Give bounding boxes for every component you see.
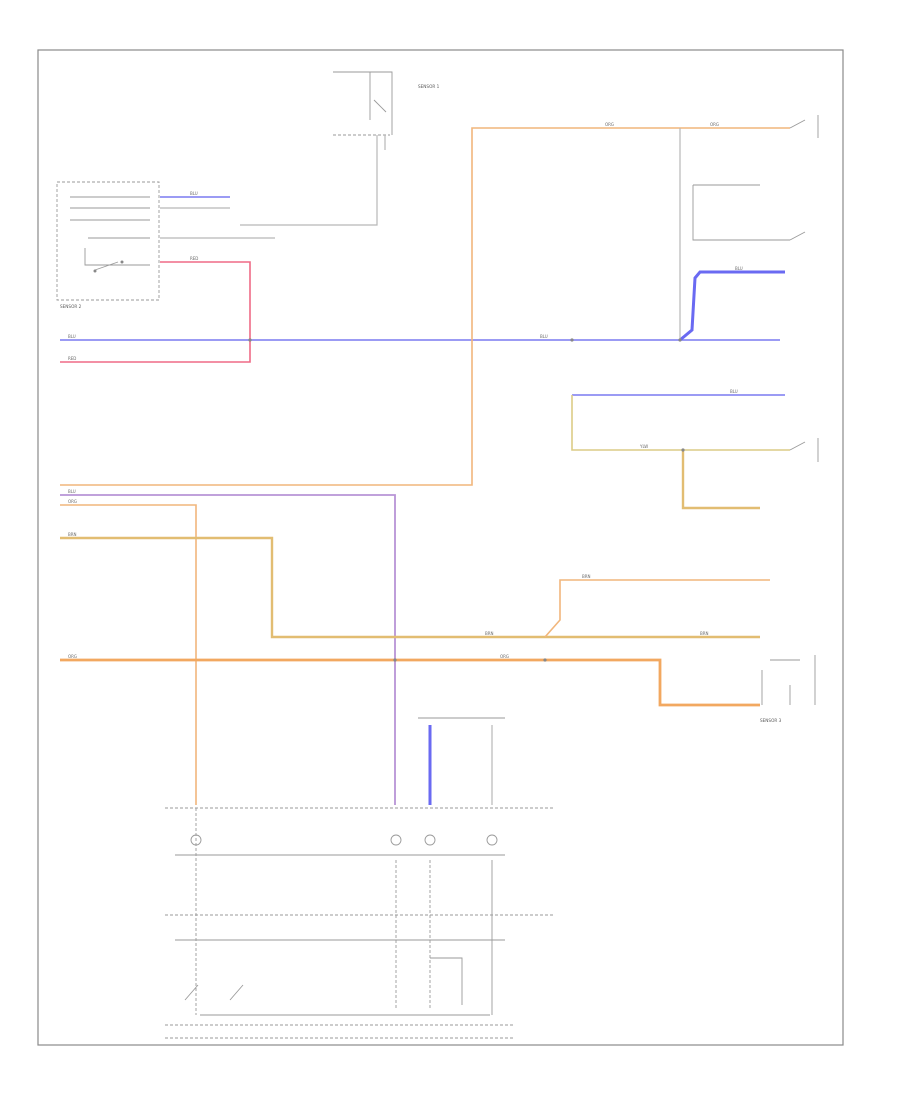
lbl-brn-4: BRN [700,631,709,636]
left-switch-module: SENSOR 2 [56,181,160,309]
top-connector-label: SENSOR 1 [418,84,440,89]
lbl-org-5: ORG [500,654,509,659]
wire-yellow-right [571,395,790,451]
lbl-org-2: ORG [710,122,719,127]
right-top-switch [692,115,819,241]
lbl-blu-3: BLU [540,334,548,339]
diagram-frame [37,49,844,1046]
wire-gold-right [681,450,760,510]
lbl-blu-5: BLU [730,389,738,394]
lbl-blu-6: BLU [68,489,76,494]
lbl-red-1: RED [190,256,198,261]
wire-brown-branch [544,579,770,638]
wire-orange-top [60,127,790,486]
sender-label: SENSOR 3 [760,718,782,723]
lbl-org-4: ORG [68,654,77,659]
lbl-blu-2: BLU [68,334,76,339]
wire-orange-bold [60,658,760,707]
lbl-brn-1: BRN [68,532,77,537]
wire-brown [60,536,760,639]
lbl-ylw-1: YLW [639,444,648,449]
lbl-brn-2: BRN [485,631,494,636]
lbl-blu-4: BLU [735,266,743,271]
wire-blue-branch [679,270,785,342]
lbl-red-2: RED [68,356,76,361]
lbl-org-1: ORG [605,122,614,127]
bottom-connector-area [165,717,555,1039]
lbl-org-3: ORG [68,499,77,504]
top-connector: SENSOR 1 [240,71,440,226]
lbl-blu-1: BLU [190,191,198,196]
wire-orange-drop [60,504,197,805]
wire-red-main [60,261,251,363]
wire-violet [60,494,396,805]
left-module-label: SENSOR 2 [60,304,82,309]
lbl-brn-3: BRN [582,574,591,579]
sender-component: SENSOR 3 [760,655,816,723]
